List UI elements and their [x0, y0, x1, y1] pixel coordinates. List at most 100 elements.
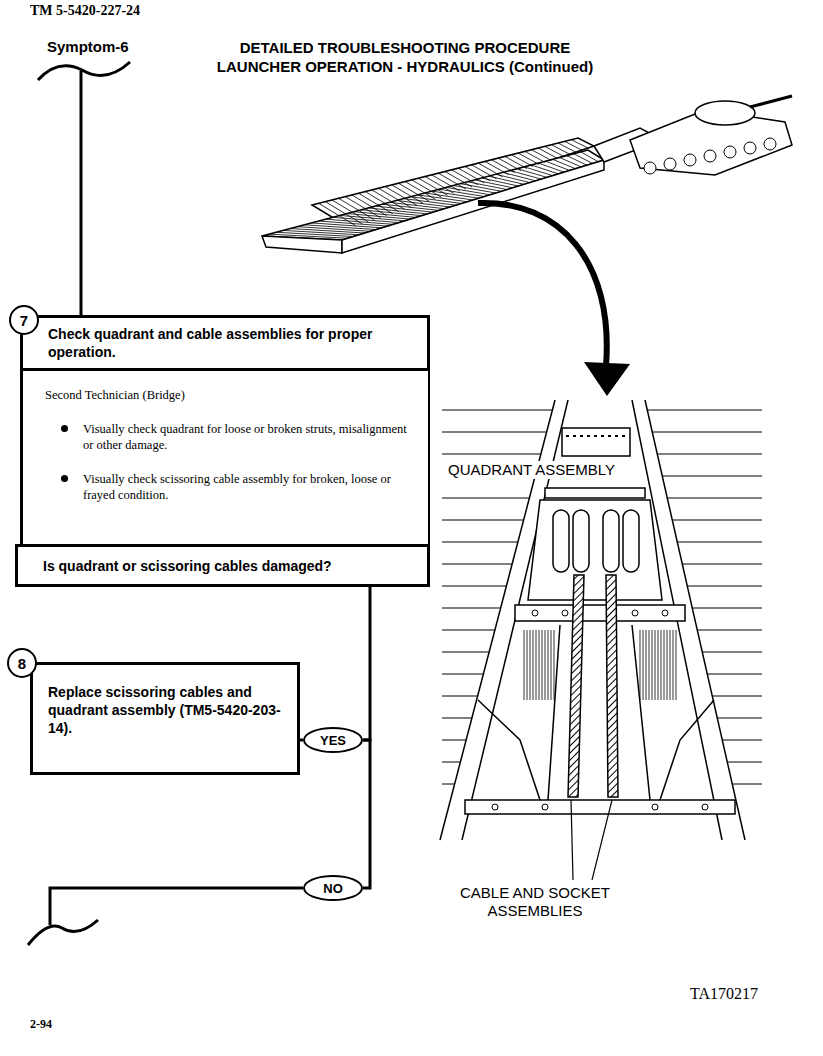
deck-plank	[538, 163, 564, 172]
deck-plank	[517, 169, 547, 178]
deck-line	[657, 454, 762, 455]
rib-line	[548, 630, 549, 700]
node-text: Second Technician (Bridge)	[45, 387, 416, 403]
deck-plank	[531, 150, 551, 161]
rib-line	[539, 630, 540, 700]
rib-line	[652, 630, 653, 700]
deck-plank	[531, 165, 558, 174]
road-wheel	[664, 158, 676, 170]
deck-plank	[297, 227, 370, 232]
deck-plank	[290, 229, 364, 234]
break-symbol	[28, 920, 98, 945]
pointer-arrowhead	[584, 362, 630, 396]
deck-line	[442, 454, 541, 455]
quadrant-assembly	[562, 428, 630, 456]
break-symbol	[38, 62, 130, 80]
deck-line	[442, 718, 472, 719]
bolt	[632, 610, 638, 616]
deck-plank	[518, 153, 539, 164]
hydraulic-cylinder	[553, 510, 569, 572]
deck-line	[442, 608, 501, 609]
deck-line	[442, 520, 524, 521]
manual-number: TM 5-5420-227-24	[30, 3, 140, 19]
deck-line	[702, 652, 762, 653]
deck-line	[442, 784, 455, 785]
deck-plank	[558, 143, 576, 152]
deck-plank	[510, 171, 541, 180]
leader-line	[592, 800, 612, 880]
rib-line	[640, 630, 641, 700]
step-number: 8	[7, 648, 37, 678]
deck-plank	[312, 223, 382, 228]
rib-line	[530, 630, 531, 700]
tank-turret	[695, 101, 755, 125]
node-text: Is quadrant or scissoring cables damaged…	[43, 557, 417, 575]
node-text: 8	[18, 655, 26, 672]
deck-plank	[359, 193, 393, 213]
yes-oval: YES	[303, 727, 363, 753]
deck-line	[682, 564, 762, 565]
deck-plank	[283, 230, 359, 234]
deck-line	[692, 608, 762, 609]
bolt	[492, 804, 498, 810]
road-wheel	[684, 154, 696, 166]
deck-line	[442, 674, 483, 675]
deck-line	[442, 586, 506, 587]
deck-line	[727, 762, 762, 763]
cross-member	[515, 605, 685, 621]
action-box: Replace scissoring cables and quadrant a…	[30, 662, 300, 775]
deck-plank	[319, 221, 388, 226]
node-text: Replace scissoring cables and quadrant a…	[48, 683, 285, 737]
deck-plank	[581, 152, 598, 162]
leader-line	[571, 800, 573, 880]
deck-line	[442, 652, 489, 653]
treadway-side	[342, 160, 604, 253]
cable-assembly	[606, 575, 618, 797]
step-number: 7	[9, 305, 39, 335]
bolt	[532, 610, 538, 616]
pointer-arrow	[478, 203, 607, 366]
rib-line	[664, 630, 665, 700]
deck-line	[712, 696, 762, 697]
rib-line	[527, 630, 528, 700]
rib-line	[658, 630, 659, 700]
deck-line	[647, 410, 762, 411]
deck-line	[442, 630, 495, 631]
hydraulic-cylinder	[603, 510, 619, 572]
deck-plank	[551, 145, 569, 155]
channel-line	[632, 625, 650, 800]
figure-number: TA170217	[690, 985, 758, 1003]
symptom-label: Symptom-6	[47, 38, 129, 56]
bolt	[652, 804, 658, 810]
node-text: Check quadrant and cable assemblies for …	[48, 325, 417, 361]
rib-line	[524, 630, 525, 700]
road-wheel	[744, 142, 756, 154]
rib-line	[545, 630, 546, 700]
deck-line	[677, 542, 762, 543]
deck-plank	[276, 232, 353, 236]
deck-line	[442, 498, 529, 499]
road-wheel	[764, 138, 776, 150]
deck-line	[442, 762, 460, 763]
deck-line	[667, 498, 762, 499]
step-heading-box: Check quadrant and cable assemblies for …	[20, 315, 430, 371]
no-oval: NO	[303, 875, 363, 901]
rib-line	[646, 630, 647, 700]
deck-plank	[574, 154, 593, 164]
deck-plank	[565, 141, 582, 150]
rib-line	[536, 630, 537, 700]
bullet-text: Visually check scissoring cable assembly…	[45, 471, 416, 503]
rib-line	[542, 630, 543, 700]
rib-line	[667, 630, 668, 700]
cable-assembly	[568, 575, 584, 797]
step-body-box: Second Technician (Bridge) Visually check…	[20, 371, 430, 544]
deck-line	[732, 784, 762, 785]
hydraulic-cylinder	[623, 510, 639, 572]
deck-plank	[512, 155, 534, 167]
deck-line	[687, 586, 762, 587]
rib-line	[676, 630, 677, 700]
gusset	[660, 700, 714, 800]
rib-line	[649, 630, 650, 700]
deck-line	[442, 432, 547, 433]
